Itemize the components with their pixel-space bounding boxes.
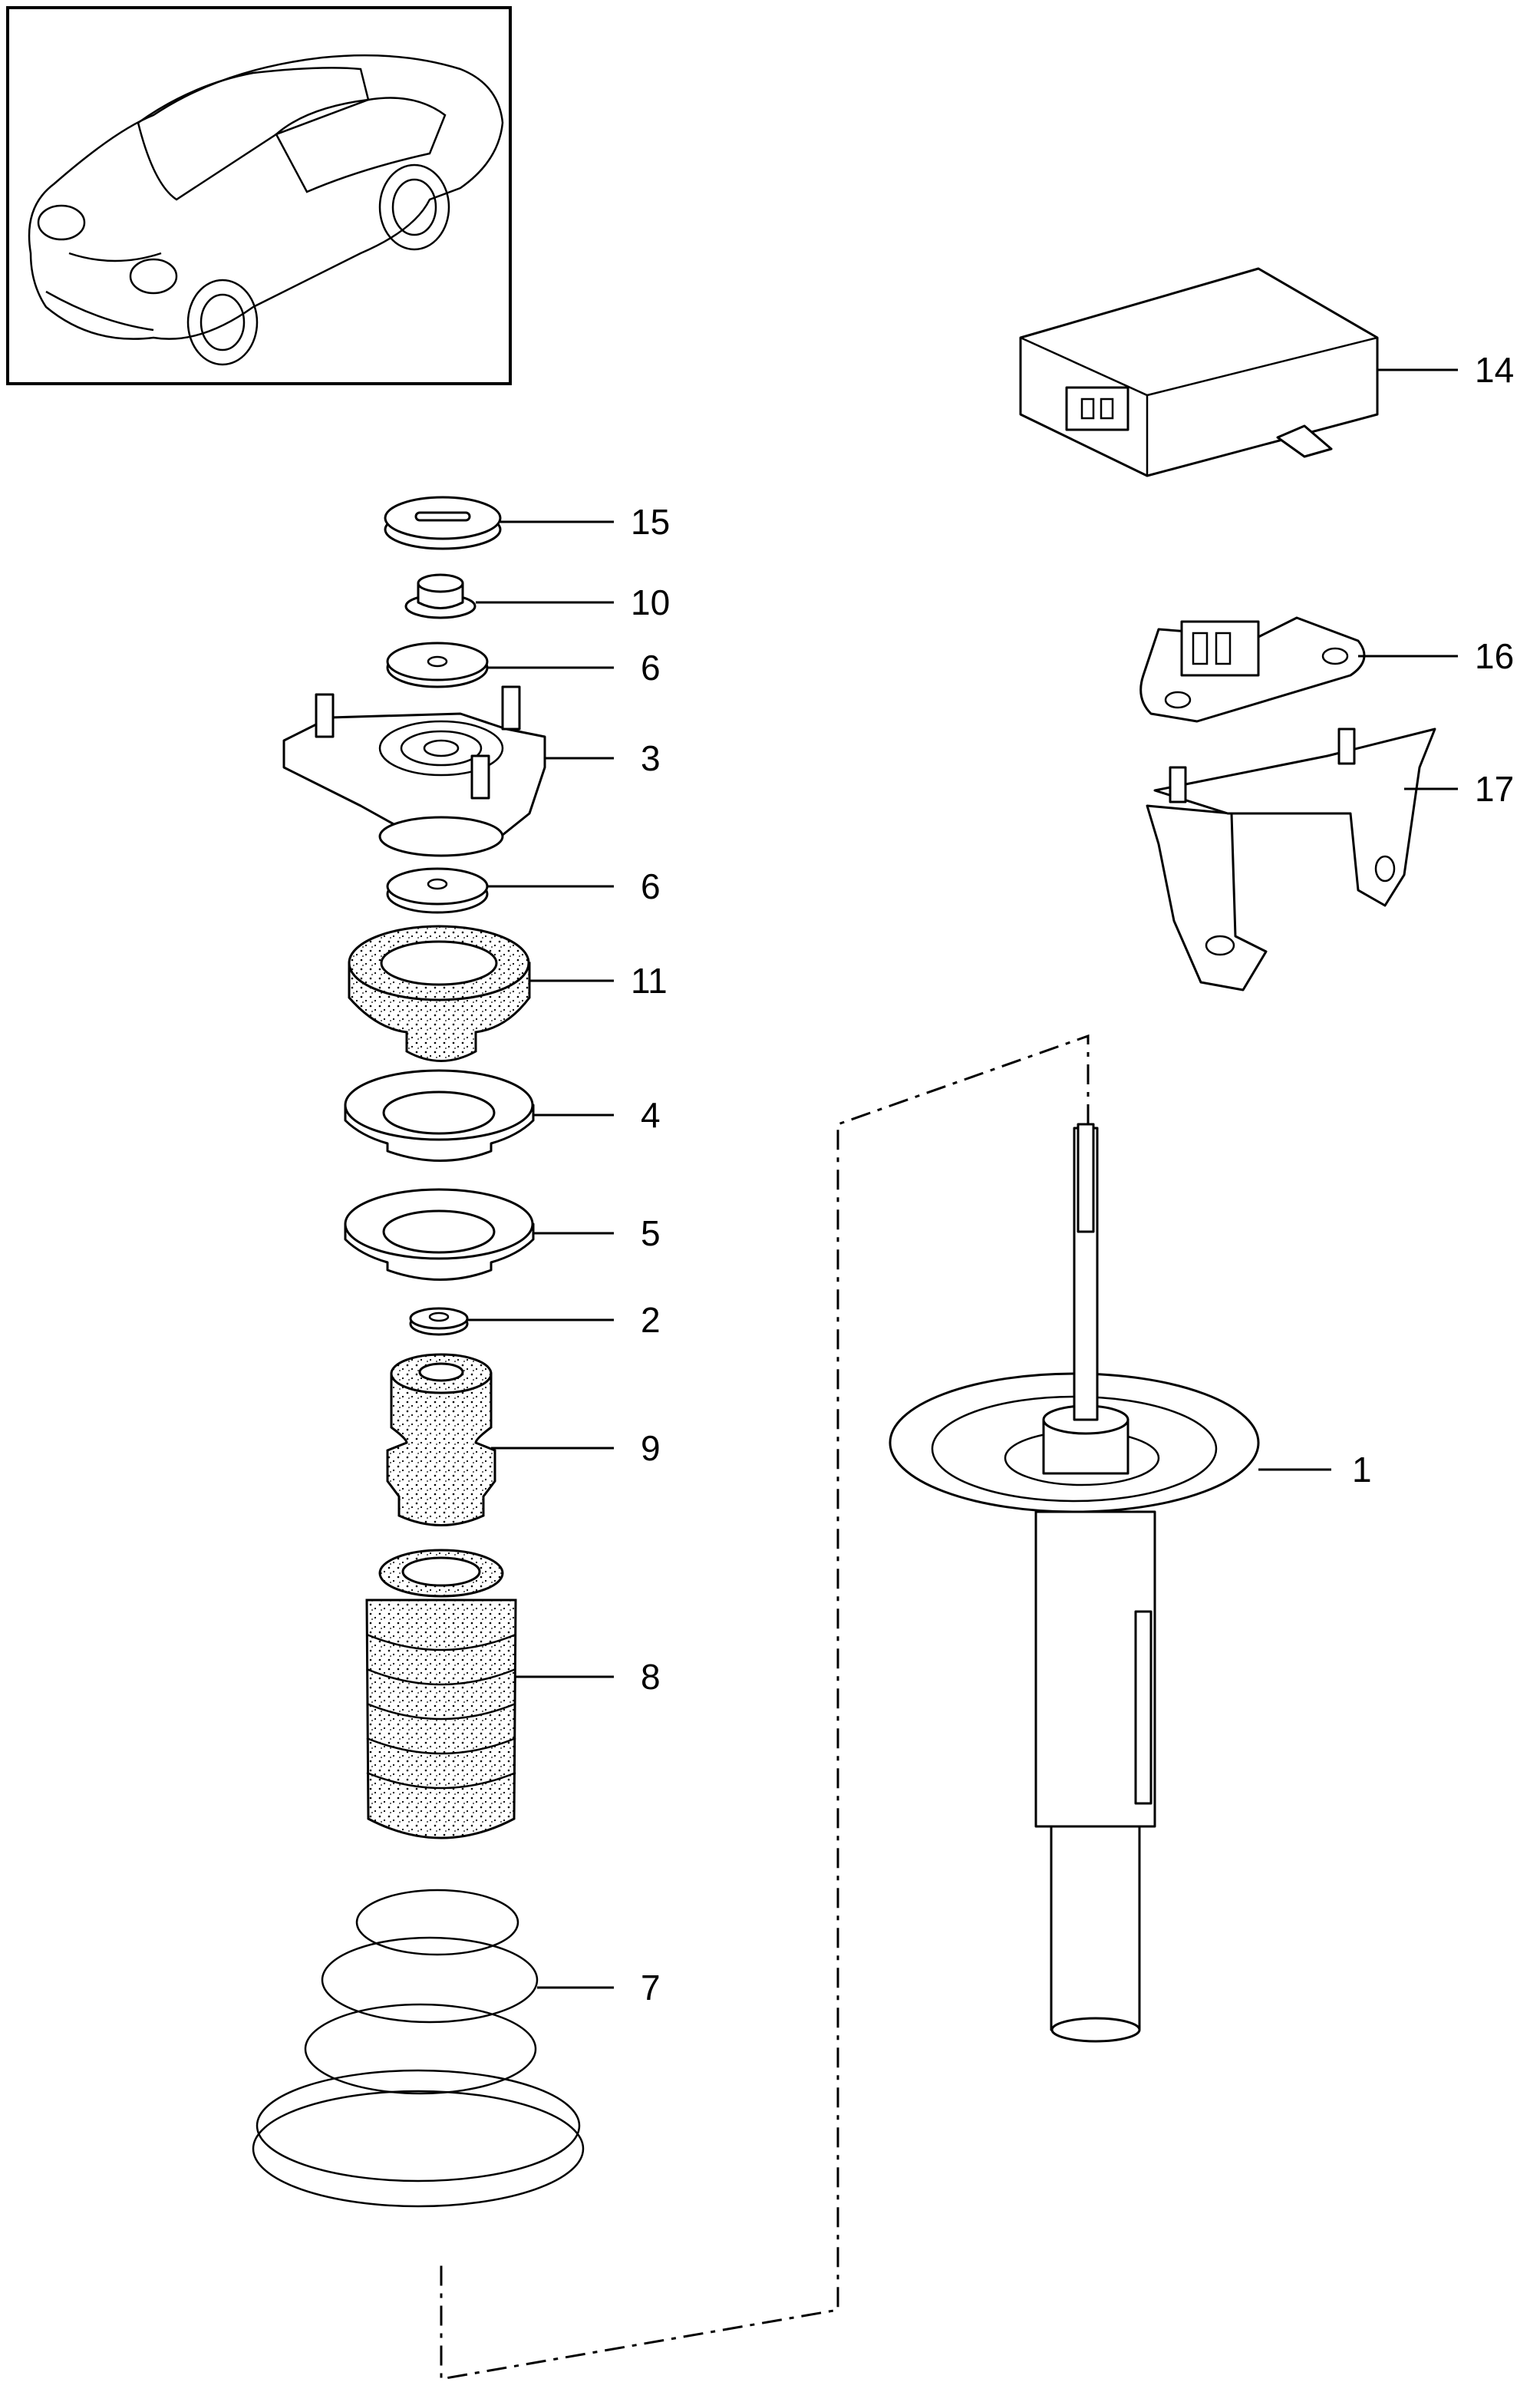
part-10-nut	[404, 573, 477, 619]
part-9-bump-stop	[386, 1353, 496, 1526]
part-2-washer	[409, 1307, 469, 1336]
part-7-coil-spring	[252, 1889, 585, 2208]
part-3-strut-mount	[282, 685, 546, 857]
part-16-bracket	[1139, 616, 1366, 723]
part-4-seat	[344, 1069, 535, 1162]
callout-2: 2	[641, 1300, 661, 1340]
callout-7: 7	[641, 1968, 661, 2008]
callout-17: 17	[1475, 769, 1514, 809]
assembly-line	[440, 1034, 1090, 2380]
part-1-strut	[889, 1123, 1260, 2043]
callout-6-upper: 6	[641, 648, 661, 688]
callout-1: 1	[1352, 1450, 1372, 1490]
part-11-spring-pad	[348, 925, 531, 1062]
part-6-washer-lower	[386, 867, 489, 914]
callout-4: 4	[641, 1095, 661, 1135]
callout-6-lower: 6	[641, 866, 661, 906]
part-14-control-unit	[1019, 267, 1379, 477]
callout-5: 5	[641, 1213, 661, 1253]
callout-8: 8	[641, 1657, 661, 1697]
leader-lines	[467, 368, 1458, 1989]
callout-9: 9	[641, 1428, 661, 1468]
part-17-bracket	[1146, 727, 1436, 991]
part-5-seat	[344, 1188, 535, 1281]
part-15-cap	[384, 496, 502, 550]
car-illustration	[28, 54, 504, 366]
vehicle-thumbnail	[6, 6, 512, 385]
callout-3: 3	[641, 738, 661, 778]
callout-15: 15	[631, 502, 670, 542]
callout-16: 16	[1475, 636, 1514, 676]
part-6-washer-upper	[386, 642, 489, 688]
callout-11: 11	[631, 961, 668, 1001]
callout-14: 14	[1475, 350, 1514, 390]
callout-labels: 15 10 6 3 6 11 4 5 2 9 8 7 1 14 16 17	[631, 350, 1514, 2008]
callout-10: 10	[631, 582, 670, 622]
part-8-dust-boot	[365, 1549, 517, 1839]
